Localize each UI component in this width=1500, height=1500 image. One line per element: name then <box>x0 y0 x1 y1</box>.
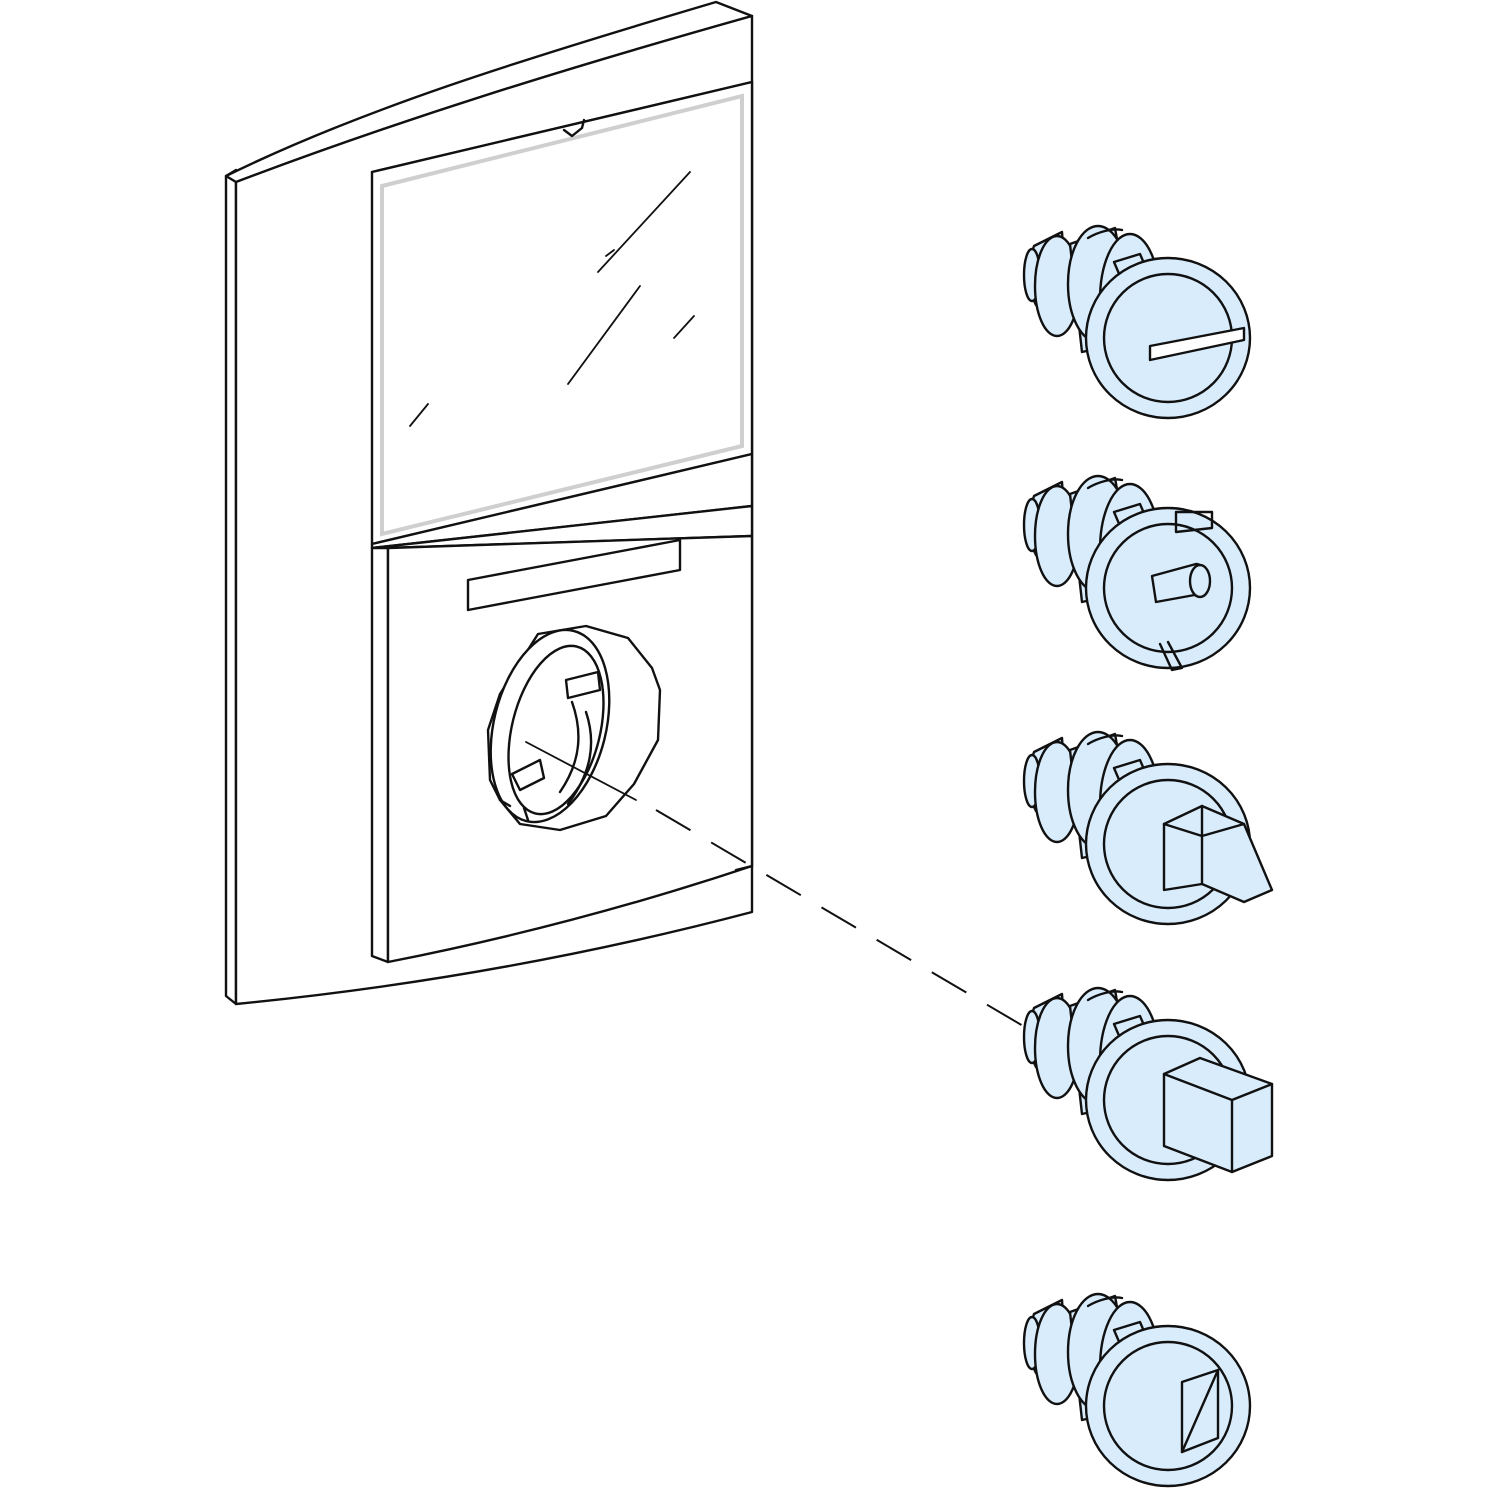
label-holder <box>466 538 682 612</box>
square-insert-icon <box>1022 986 1274 1182</box>
viewing-window <box>370 80 754 546</box>
slot-insert-icon <box>1022 224 1252 420</box>
lock-housing <box>486 624 662 832</box>
square-recess-insert-icon <box>1022 1292 1252 1488</box>
triangle-insert-icon <box>1022 730 1274 926</box>
round-pin-insert-icon <box>1022 474 1252 672</box>
assembly-line <box>525 741 1031 1031</box>
